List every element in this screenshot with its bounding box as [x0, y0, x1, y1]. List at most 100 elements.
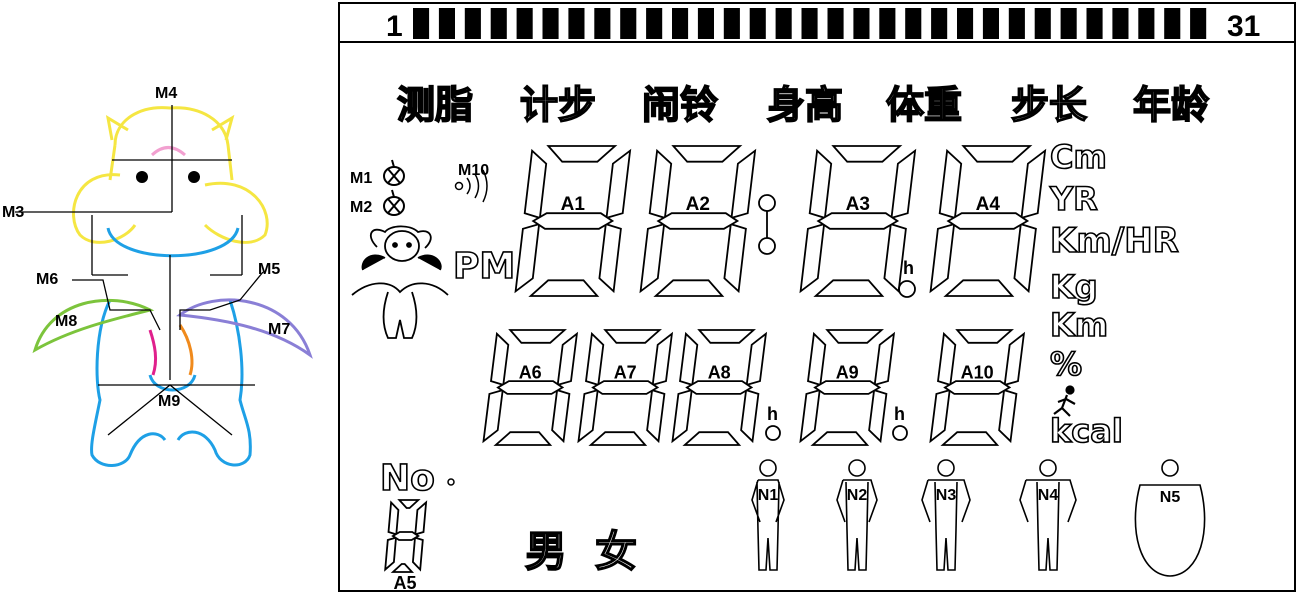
left-hip [148, 329, 158, 376]
digit-a3: A3 [799, 145, 917, 297]
segment [825, 329, 884, 344]
digit-label: A9 [836, 363, 859, 383]
decimal-point-a9 [892, 425, 908, 441]
tick-segment [775, 8, 792, 39]
mode-label: 计步 [520, 83, 596, 127]
mode-labels: 测脂计步闹铃身高体重步长年龄 [396, 82, 1210, 128]
mode-label: 测脂 [397, 83, 473, 127]
segment [514, 222, 541, 294]
tick-segment [1164, 8, 1181, 39]
segment [813, 279, 885, 297]
segment [656, 212, 740, 230]
segment [508, 329, 567, 344]
hour-mark-top: h [903, 258, 914, 278]
tick-segment [438, 8, 455, 39]
unit-label: Km [1050, 306, 1108, 344]
digit- [384, 499, 428, 573]
leader-lines [15, 105, 264, 436]
segment [929, 222, 956, 294]
runner-icon [1053, 385, 1076, 417]
face-outline [106, 227, 240, 258]
segment [831, 145, 903, 163]
right-eye [188, 171, 200, 183]
segment [697, 329, 756, 344]
segment [493, 431, 553, 446]
digit-a6: A6 [482, 329, 579, 446]
digit-label: A3 [846, 194, 870, 215]
hour-mark-a8: h [767, 404, 778, 424]
right-hip [178, 324, 194, 376]
tick-segment [568, 8, 585, 39]
user-figure-5: N5 [1134, 459, 1206, 577]
tick-segment [413, 8, 430, 39]
digit-a2: A2 [639, 145, 757, 297]
tick-segment [957, 8, 974, 39]
pm-indicator: PM [453, 246, 515, 287]
segment [682, 431, 742, 446]
segment [799, 388, 821, 444]
tick-segment [879, 8, 896, 39]
digit-label: A2 [686, 194, 710, 215]
segment [943, 380, 1012, 395]
segment [591, 380, 660, 395]
segment [551, 388, 571, 444]
tick-segment [1086, 8, 1103, 39]
digit-label: A10 [961, 363, 994, 383]
segment [387, 500, 400, 536]
diagram-label-m5: M5 [258, 261, 280, 278]
unit-label: YR [1049, 180, 1098, 218]
digit-a7: A7 [577, 329, 674, 446]
tick-segment [853, 8, 870, 39]
segment [531, 212, 615, 230]
tick-segment [827, 8, 844, 39]
tick-segment [982, 8, 999, 39]
user-figure-3: N3 [921, 459, 971, 571]
segment [639, 222, 666, 294]
tick-segment [931, 8, 948, 39]
tick-segment [490, 8, 507, 39]
tick-segment [1190, 8, 1207, 39]
user-figure-4: N4 [1019, 459, 1077, 571]
segment [603, 329, 662, 344]
diagram-label-m9: M9 [158, 393, 180, 410]
unit-label: Kg [1050, 268, 1098, 306]
number-dot [447, 478, 455, 486]
segment [998, 388, 1018, 444]
decimal-point-a8 [765, 425, 781, 441]
tick-segment [1008, 8, 1025, 39]
unit-label: Cm [1050, 138, 1107, 176]
sound-wave-icon [454, 169, 488, 203]
hour-mark-a9: h [894, 404, 905, 424]
apple-icon [383, 159, 405, 216]
segment [496, 380, 565, 395]
segment [528, 279, 600, 297]
cow-electrode-diagram: M4 M3 M6 M5 M8 M7 M9 [2, 85, 313, 467]
segment [868, 388, 888, 444]
user-figure-2: N2 [836, 459, 878, 571]
tick-segment [516, 8, 533, 39]
unit-label: % [1050, 345, 1082, 383]
figure-label: N3 [936, 487, 957, 504]
mode-label: 体重 [886, 83, 962, 127]
gender-female: 女 [595, 527, 637, 576]
diagram-label-m8: M8 [55, 313, 77, 330]
tick-segment [594, 8, 611, 39]
tick-segment [723, 8, 740, 39]
lcd-panel-border [338, 2, 1296, 592]
segment [482, 388, 504, 444]
figure-label: N2 [847, 487, 868, 504]
tick-segment [697, 8, 714, 39]
tick-segment [1138, 8, 1155, 39]
segment [813, 380, 882, 395]
tick-segment [464, 8, 481, 39]
cow-icon [351, 225, 449, 339]
tick-segment [1112, 8, 1129, 39]
segment [546, 145, 618, 163]
left-arm [32, 298, 155, 354]
bar-end-label: 31 [1227, 10, 1260, 43]
progress-ticks [413, 8, 1207, 39]
unit-label: Km/HR [1050, 221, 1179, 261]
segment [646, 388, 666, 444]
segment [810, 431, 870, 446]
